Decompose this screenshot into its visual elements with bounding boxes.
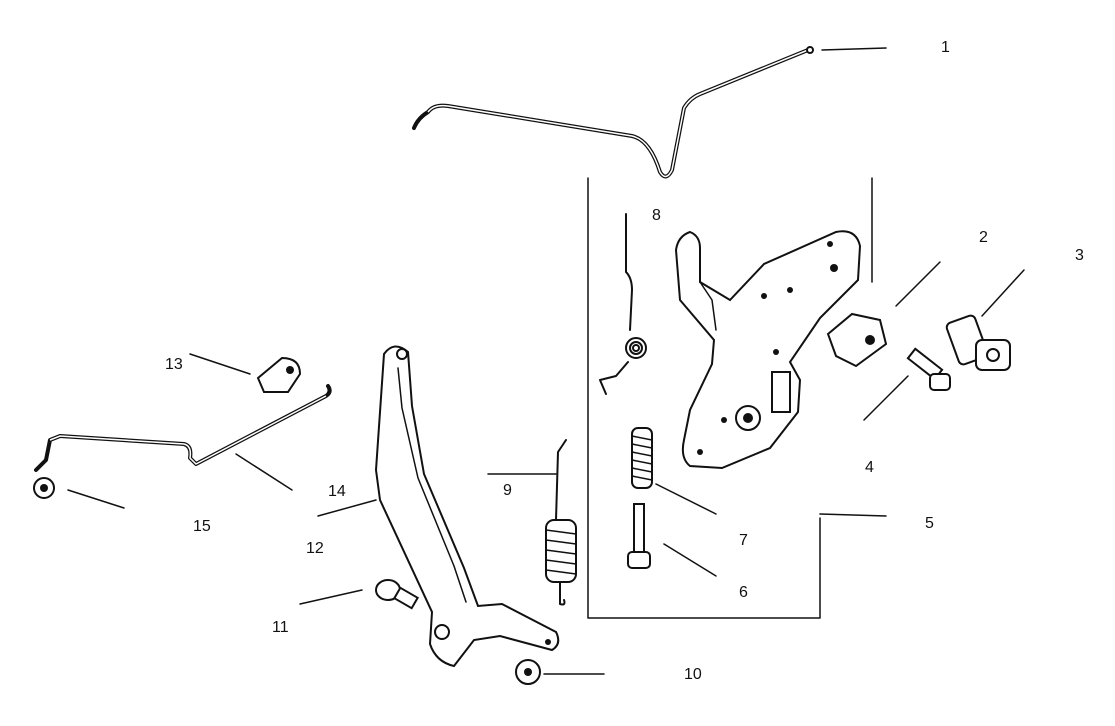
part-13-clip [256,356,302,393]
part-9-extension-spring [545,439,577,606]
part-14-link-rod [34,384,332,472]
part-10-nut [515,659,541,685]
part-15-cap [33,477,55,499]
callout-8: 8 [652,207,661,224]
callout-9: 9 [503,482,512,499]
part-8-torsion-spring [599,213,647,395]
callout-12: 12 [306,540,324,557]
part-4-small-bolt [906,347,951,391]
callout-3: 3 [1075,247,1084,264]
part-11-stud [375,579,420,610]
assembly-frame-lines [587,177,873,619]
part-6-screw [627,503,651,569]
callout-13: 13 [165,356,183,373]
leader-lines [67,47,1025,675]
part-7-compression-spring [631,427,653,489]
part-3-bolt [945,314,1011,371]
part-12-lever-arm [374,345,560,668]
callout-11: 11 [272,619,289,636]
callout-4: 4 [865,459,874,476]
callout-2: 2 [979,229,988,246]
callout-1: 1 [941,39,950,56]
control-plate [674,230,862,470]
callout-15: 15 [193,518,211,535]
part-2-clip [826,312,888,368]
callout-14: 14 [328,483,346,500]
callout-7: 7 [739,532,748,549]
callout-5: 5 [925,515,934,532]
callout-6: 6 [739,584,748,601]
callout-10: 10 [684,666,702,683]
part-1-control-rod [412,46,814,179]
